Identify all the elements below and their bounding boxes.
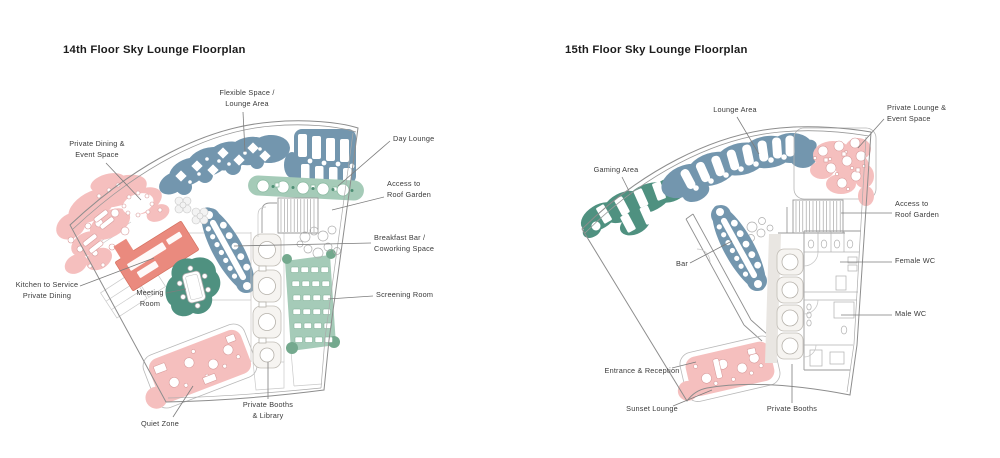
planters-14 bbox=[174, 196, 209, 225]
private-booths-14 bbox=[250, 232, 282, 369]
label-gaming-area: Gaming Area bbox=[593, 165, 639, 174]
zone-day-lounge bbox=[248, 175, 364, 201]
stairs-14 bbox=[257, 197, 319, 237]
zone-bar bbox=[711, 205, 767, 291]
zone-meeting-room bbox=[165, 257, 221, 317]
label-bar: Bar bbox=[676, 259, 688, 268]
zone-sunset bbox=[677, 335, 781, 402]
wc-area bbox=[803, 230, 861, 371]
label-screening-room: Screening Room bbox=[376, 290, 434, 299]
label-day-lounge: Day Lounge bbox=[393, 134, 435, 143]
label-meeting-room: Meeting Room bbox=[136, 288, 164, 308]
zone-breakfast-bar bbox=[200, 207, 256, 293]
label-entrance: Entrance & Reception bbox=[604, 366, 680, 375]
floorplan-14: 14th Floor Sky Lounge Floorplan bbox=[15, 44, 435, 428]
floorplan-14-drawing bbox=[56, 111, 391, 418]
label-flexible-space: Flexible Space / Lounge Area bbox=[219, 88, 275, 108]
stairs-15 bbox=[778, 199, 845, 234]
label-access-roof-14: Access to Roof Garden bbox=[387, 179, 431, 199]
zone-private-lounge bbox=[793, 127, 877, 206]
label-female-wc: Female WC bbox=[895, 256, 936, 265]
label-private-booths-14: Private Booths & Library bbox=[242, 400, 294, 420]
zone-kitchen bbox=[113, 221, 199, 291]
label-breakfast-bar: Breakfast Bar / Coworking Space bbox=[374, 233, 435, 253]
label-male-wc: Male WC bbox=[895, 309, 927, 318]
private-booths-15 bbox=[765, 234, 804, 363]
zone-private-dining bbox=[56, 173, 170, 274]
label-lounge-area: Lounge Area bbox=[713, 105, 757, 114]
zone-screening-room bbox=[282, 249, 340, 354]
floorplan-15-drawing bbox=[580, 116, 892, 407]
label-sunset-lounge: Sunset Lounge bbox=[626, 404, 678, 413]
label-private-lounge: Private Lounge & Event Space bbox=[887, 103, 947, 123]
zone-quiet bbox=[142, 323, 258, 409]
label-quiet-zone: Quiet Zone bbox=[140, 419, 180, 428]
label-private-booths-15: Private Booths bbox=[766, 404, 818, 413]
leader-lines-14 bbox=[79, 111, 391, 418]
leader-lines-15 bbox=[621, 116, 892, 407]
zone-lounge-area bbox=[661, 132, 817, 203]
plan15-title: 15th Floor Sky Lounge Floorplan bbox=[565, 44, 748, 56]
plan14-title: 14th Floor Sky Lounge Floorplan bbox=[63, 44, 246, 56]
floorplan-15: 15th Floor Sky Lounge Floorplan bbox=[500, 0, 1000, 458]
label-kitchen: Kitchen to Service Private Dining bbox=[15, 280, 79, 300]
entrance-corridor bbox=[685, 213, 769, 342]
plants-14 bbox=[296, 225, 341, 259]
label-access-roof-15: Access to Roof Garden bbox=[895, 199, 939, 219]
label-private-dining: Private Dining & Event Space bbox=[69, 139, 125, 159]
